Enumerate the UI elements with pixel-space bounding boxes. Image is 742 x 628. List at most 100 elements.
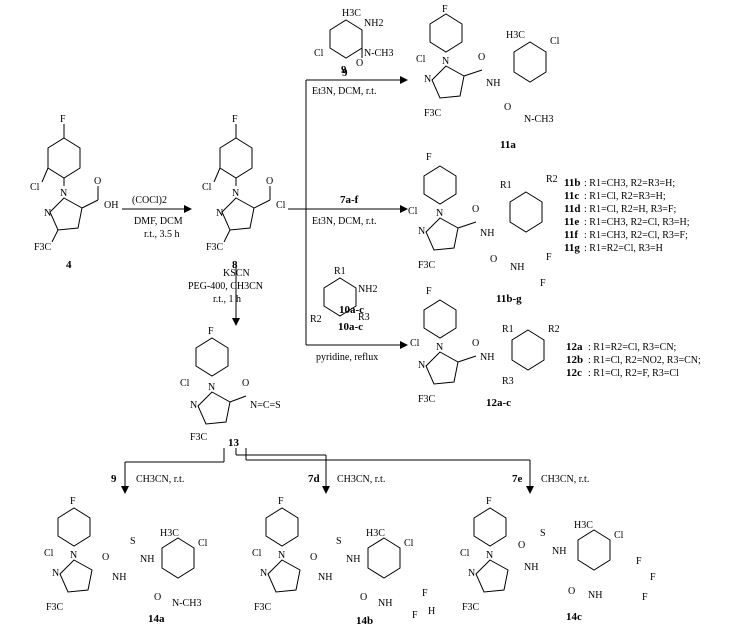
fluoro-11bg: F (546, 252, 552, 263)
compound-8: F Cl N N O Cl F3C 8 (202, 114, 286, 271)
reagent-14c: CH3CN, r.t. (541, 474, 589, 485)
legend-12-text-1: : R1=Cl, R2=NO2, R3=CN; (588, 355, 701, 366)
legend-12-text-2: : R1=Cl, R2=F, R3=Cl (588, 368, 679, 379)
pyrazole-14a (59, 559, 93, 593)
nh1-14a: NH (112, 572, 126, 583)
fluoro-a-14b: F (422, 588, 428, 599)
arrowhead-8-to-13 (232, 318, 240, 326)
r1-10: R1 (334, 266, 346, 277)
nh1-14c: NH (524, 562, 538, 573)
nh2-14b: NH (346, 554, 360, 565)
arrowhead-12 (400, 341, 408, 349)
hydroxyl-4: OH (104, 200, 118, 211)
nh2-10: NH2 (358, 284, 377, 295)
oxygen-11a: O (478, 52, 485, 63)
compound-10: R1 NH2 R2 R3 10a-c (310, 266, 377, 333)
fluorine-14c: F (486, 496, 492, 507)
reagent-11bg: Et3N, DCM, r.t. (312, 216, 376, 227)
legend-11-text-5: : R1=R2=Cl, R3=H (584, 243, 663, 254)
legend-11-id-4: 11f (564, 229, 578, 241)
chlorine-b-11a: Cl (550, 36, 560, 47)
nh-11bg: NH (480, 228, 494, 239)
pyrazole-11bg (425, 217, 459, 251)
n2-14c: N (468, 568, 475, 579)
oxygen-14c: O (518, 540, 525, 551)
compound-9: H3C NH2 Cl N-CH3 O 9 (314, 8, 393, 79)
fluoro-a-14c: F (636, 556, 642, 567)
chlorine-a-12: Cl (410, 338, 420, 349)
reagent-12: pyridine, reflux (316, 352, 378, 363)
chlorine-a-11bg: Cl (408, 206, 418, 217)
oxygen-11bg: O (472, 204, 479, 215)
phenyl-ring-13 (195, 337, 229, 377)
amide-14a: N-CH3 (172, 598, 201, 609)
pyrazole-14c (475, 559, 509, 593)
amide-9: N-CH3 (364, 48, 393, 59)
r2-11bg: R2 (546, 174, 558, 185)
legend-12-text-0: : R1=R2=Cl, R3=CN; (588, 342, 677, 353)
legend-11-text-4: : R1=CH3, R2=Cl, R3=F; (584, 230, 688, 241)
fluorine-4: F (60, 114, 66, 125)
ch3-11a: H3C (506, 30, 525, 41)
phenyl-ring-9 (329, 19, 363, 59)
cf3-8: F3C (206, 242, 224, 253)
n1-14c: N (486, 550, 493, 561)
arrows (121, 76, 534, 494)
nh1-14b: NH (318, 572, 332, 583)
chlorine-b-14c: Cl (614, 530, 624, 541)
sulfur-14a: S (130, 536, 136, 547)
r1-11bg: R1 (500, 180, 512, 191)
reagent-14b: CH3CN, r.t. (337, 474, 385, 485)
legend-11-id-0: 11b (564, 177, 581, 189)
fluorine-14b: F (278, 496, 284, 507)
fluorine-8: F (232, 114, 238, 125)
compound-14b: F Cl N N O S NH NH H3C Cl O NH F F H F3C… (252, 496, 435, 627)
pyrazole-14b (267, 559, 301, 593)
chlorine-b-14a: Cl (198, 538, 208, 549)
n1-4: N (60, 188, 67, 199)
compound-11bg: F Cl N N O NH R1 R2 O NH F F F3C 11b-g (408, 152, 558, 305)
fluorine-14a: F (70, 496, 76, 507)
fluoro-b-14b: F (412, 610, 418, 621)
reagent-labels: (COCl)2 DMF, DCM r.t., 3.5 h KSCN PEG-40… (111, 64, 589, 485)
legend-11: 11b : R1=CH3, R2=R3=H; 11c : R1=Cl, R2=R… (564, 177, 690, 254)
legend-12-id-1: 12b (566, 354, 583, 366)
n2-14b: N (260, 568, 267, 579)
reagent-time-8: r.t., 3.5 h (144, 229, 180, 240)
reagent-label-9-top: 9 (341, 64, 347, 76)
reagent-time-13: r.t., 1 h (213, 294, 241, 305)
nh2-14c: NH (552, 546, 566, 557)
r2-10: R2 (310, 314, 322, 325)
cf3-11bg: F3C (418, 260, 436, 271)
compound-13: F Cl N N O N=C=S F3C 13 (180, 326, 281, 449)
chlorine-b-14b: Cl (404, 538, 414, 549)
n2-4: N (44, 208, 51, 219)
compound-label-12: 12a-c (486, 397, 511, 409)
pyrazole-11a (431, 65, 465, 99)
r3-10: R3 (358, 312, 370, 323)
oxygen-14a: O (102, 552, 109, 563)
compound-label-9-top: 9 (342, 67, 348, 79)
cf3-14c: F3C (462, 602, 480, 613)
r1-12: R1 (502, 324, 514, 335)
compound-14a: F Cl N N O S NH NH H3C Cl O N-CH3 F3C 14… (44, 496, 208, 625)
fluorine-12: F (426, 286, 432, 297)
oxygen-8: O (266, 176, 273, 187)
fluoro-c-14c: F (642, 592, 648, 603)
phenyl-b-11a (513, 41, 547, 83)
arrowhead-4-to-8 (184, 205, 192, 213)
pyrazole-12 (425, 351, 459, 385)
reagent-label-7d: 7d (308, 473, 320, 485)
legend-11-id-5: 11g (564, 242, 580, 254)
pyrazole-13 (197, 391, 231, 425)
compound-label-14b: 14b (356, 615, 373, 627)
phenyl-b-14c (577, 529, 611, 571)
phenyl-b-14b (367, 537, 401, 579)
compound-11a: F Cl N N O NH H3C Cl O N-CH3 F3C 11a (416, 4, 560, 151)
compound-label-13: 13 (228, 437, 240, 449)
chlorine-a-11a: Cl (416, 54, 426, 65)
nh3-14c: NH (588, 590, 602, 601)
reagent-label-7e: 7e (512, 473, 523, 485)
phenyl-b-11bg (509, 191, 543, 233)
